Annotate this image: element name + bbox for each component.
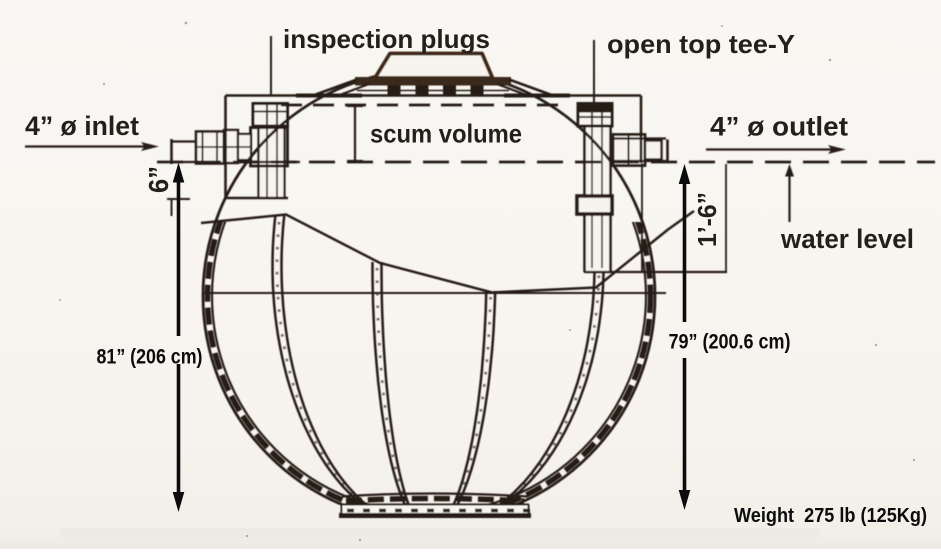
svg-text:79” (200.6 cm): 79” (200.6 cm) [669, 330, 791, 354]
svg-text:water level: water level [780, 224, 914, 254]
svg-text:inspection plugs: inspection plugs [283, 24, 490, 54]
svg-text:4” ø inlet: 4” ø inlet [25, 111, 139, 141]
svg-text:open top tee-Y: open top tee-Y [607, 29, 795, 59]
svg-text:81” (206 cm): 81” (206 cm) [97, 346, 203, 369]
svg-text:4” ø outlet: 4” ø outlet [710, 112, 848, 142]
svg-text:6”: 6” [143, 166, 174, 193]
svg-text:1’-6”: 1’-6” [692, 192, 722, 247]
svg-text:Weight 275 lb (125Kg): Weight 275 lb (125Kg) [734, 505, 927, 527]
svg-text:scum volume: scum volume [370, 119, 522, 149]
